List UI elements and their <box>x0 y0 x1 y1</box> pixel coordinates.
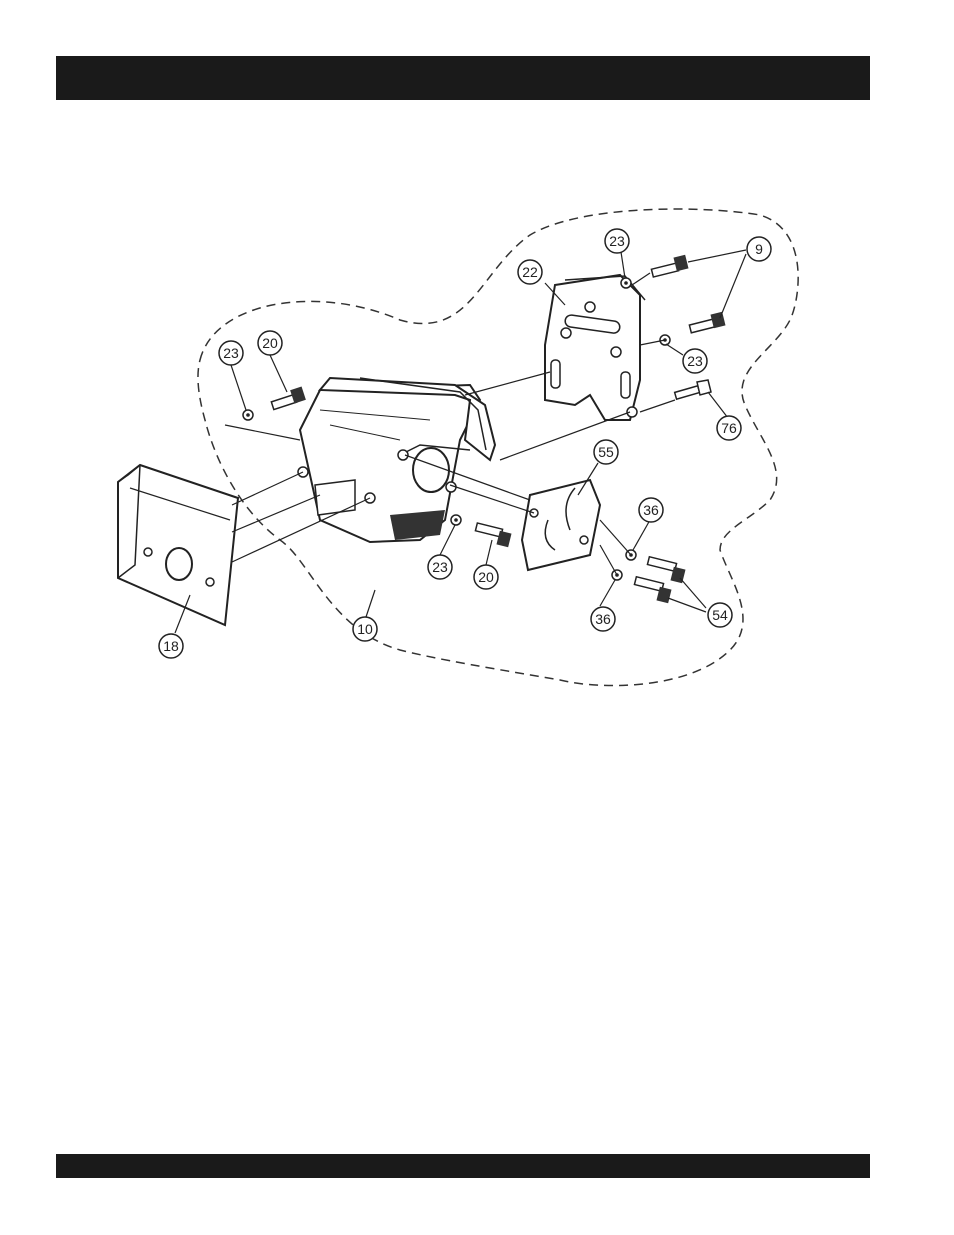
mounting-bracket <box>545 275 645 420</box>
callout-23-upper-right: 23 <box>605 229 629 253</box>
callout-54: 54 <box>708 603 732 627</box>
svg-text:20: 20 <box>262 335 278 351</box>
svg-text:22: 22 <box>522 264 538 280</box>
svg-text:9: 9 <box>755 241 763 257</box>
svg-text:55: 55 <box>598 444 614 460</box>
svg-text:10: 10 <box>357 621 373 637</box>
svg-text:23: 23 <box>432 559 448 575</box>
svg-text:23: 23 <box>609 233 625 249</box>
svg-text:23: 23 <box>687 353 703 369</box>
callout-10: 10 <box>353 617 377 641</box>
heat-shield-plate <box>118 465 238 625</box>
svg-text:76: 76 <box>721 420 737 436</box>
callout-23-right: 23 <box>683 349 707 373</box>
callout-55: 55 <box>594 440 618 464</box>
callout-36-lower: 36 <box>591 607 615 631</box>
svg-text:36: 36 <box>595 611 611 627</box>
callouts: 23 20 23 22 9 23 76 55 <box>159 229 771 658</box>
callout-22: 22 <box>518 260 542 284</box>
callout-76: 76 <box>717 416 741 440</box>
callout-9: 9 <box>747 237 771 261</box>
callout-36-upper: 36 <box>639 498 663 522</box>
callout-23-lower: 23 <box>428 555 452 579</box>
svg-text:20: 20 <box>478 569 494 585</box>
svg-text:36: 36 <box>643 502 659 518</box>
svg-text:54: 54 <box>712 607 728 623</box>
callout-20-upper-left: 20 <box>258 331 282 355</box>
callout-20-lower: 20 <box>474 565 498 589</box>
callout-23-upper-left: 23 <box>219 341 243 365</box>
svg-text:18: 18 <box>163 638 179 654</box>
svg-text:23: 23 <box>223 345 239 361</box>
exhaust-flange <box>522 480 600 570</box>
callout-18: 18 <box>159 634 183 658</box>
